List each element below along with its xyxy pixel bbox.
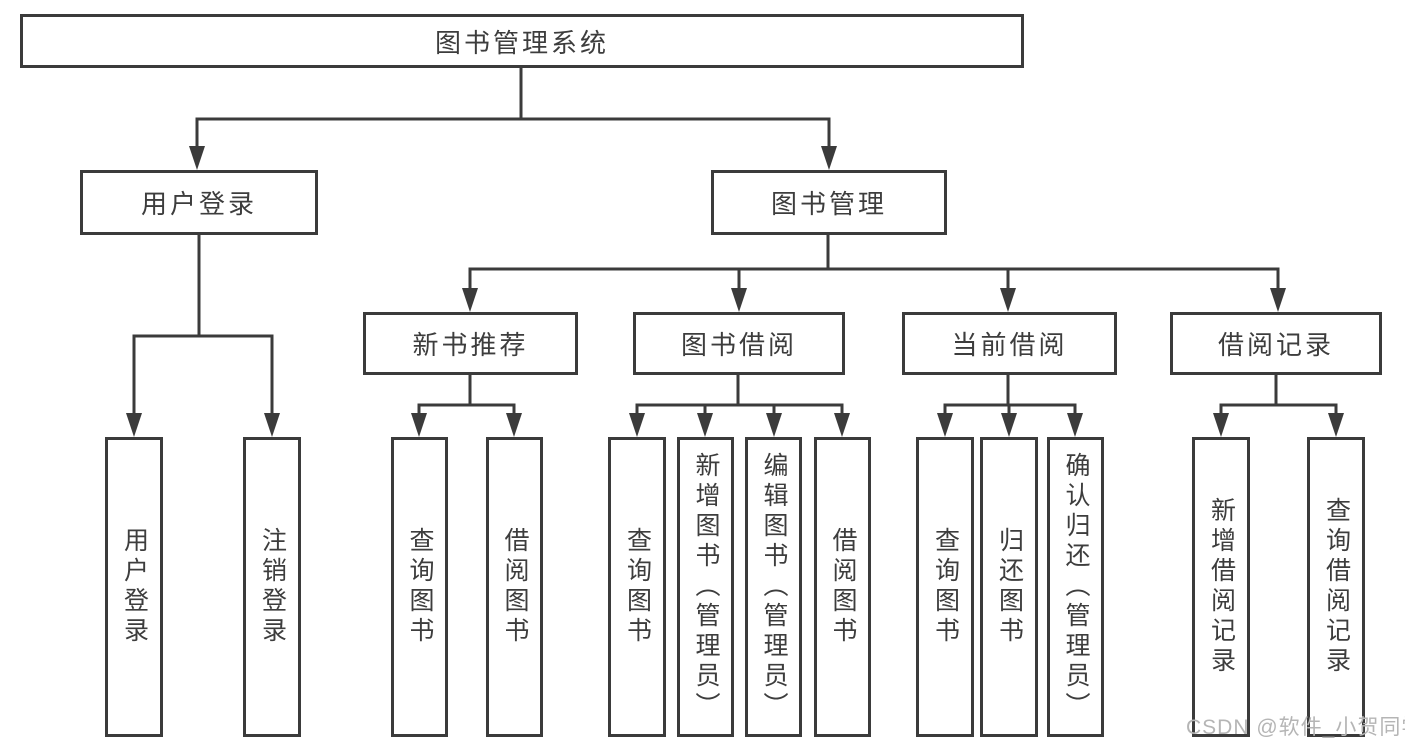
- node-root-label: 图书管理系统: [434, 27, 609, 58]
- node-borrow-records: 借阅记录: [1170, 312, 1382, 375]
- arrow-icon: [1328, 413, 1344, 437]
- node-book-borrow: 图书借阅: [633, 312, 845, 375]
- node-user-login-label: 用户登录: [140, 189, 257, 219]
- leaf-return-book-label: 归还图书: [995, 527, 1024, 647]
- leaf-logout: 注销登录: [243, 437, 301, 737]
- arrow-icon: [834, 413, 850, 437]
- leaf-add-borrow-record-label: 新增借阅记录: [1207, 497, 1236, 677]
- leaf-logout-label: 注销登录: [258, 527, 287, 647]
- leaf-user-login: 用户登录: [105, 437, 163, 737]
- arrow-icon: [1001, 413, 1017, 437]
- node-borrow-records-label: 借阅记录: [1217, 330, 1334, 360]
- arrow-icon: [629, 413, 645, 437]
- node-root: 图书管理系统: [20, 14, 1024, 68]
- leaf-query-book-borrow-label: 查询图书: [623, 527, 652, 647]
- leaf-return-book: 归还图书: [980, 437, 1038, 737]
- arrow-icon: [697, 413, 713, 437]
- arrow-icon: [126, 413, 142, 437]
- node-book-management-label: 图书管理: [770, 189, 887, 219]
- arrow-icon: [462, 288, 478, 312]
- leaf-borrow-book: 借阅图书: [814, 437, 871, 737]
- node-user-login: 用户登录: [80, 170, 318, 235]
- node-current-borrow: 当前借阅: [902, 312, 1117, 375]
- leaf-add-borrow-record: 新增借阅记录: [1192, 437, 1250, 737]
- node-book-borrow-label: 图书借阅: [680, 330, 797, 360]
- arrow-icon: [1213, 413, 1229, 437]
- arrow-icon: [731, 288, 747, 312]
- leaf-query-borrow-record-label: 查询借阅记录: [1322, 497, 1351, 677]
- arrow-icon: [821, 146, 837, 170]
- arrow-icon: [1067, 413, 1083, 437]
- leaf-query-book-recommend-label: 查询图书: [406, 527, 434, 647]
- node-book-management: 图书管理: [711, 170, 947, 235]
- node-new-book-recommend-label: 新书推荐: [412, 330, 529, 360]
- leaf-query-book-current: 查询图书: [916, 437, 974, 737]
- leaf-query-book-recommend: 查询图书: [391, 437, 448, 737]
- arrow-icon: [189, 146, 205, 170]
- node-new-book-recommend: 新书推荐: [363, 312, 578, 375]
- arrow-icon: [1000, 288, 1016, 312]
- leaf-add-book-admin-label: 新增图书（管理员）: [692, 452, 720, 722]
- arrow-icon: [937, 413, 953, 437]
- leaf-query-borrow-record: 查询借阅记录: [1307, 437, 1365, 737]
- leaf-confirm-return-admin: 确认归还（管理员）: [1047, 437, 1104, 737]
- leaf-add-book-admin: 新增图书（管理员）: [677, 437, 734, 737]
- leaf-borrow-book-label: 借阅图书: [829, 527, 857, 647]
- arrow-icon: [506, 413, 522, 437]
- leaf-query-book-current-label: 查询图书: [931, 527, 960, 647]
- arrow-icon: [264, 413, 280, 437]
- arrow-icon: [1270, 288, 1286, 312]
- leaf-query-book-borrow: 查询图书: [608, 437, 666, 737]
- leaf-edit-book-admin: 编辑图书（管理员）: [745, 437, 802, 737]
- leaf-user-login-label: 用户登录: [120, 527, 149, 647]
- arrow-icon: [766, 413, 782, 437]
- leaf-confirm-return-admin-label: 确认归还（管理员）: [1062, 452, 1090, 722]
- leaf-borrow-book-recommend: 借阅图书: [486, 437, 543, 737]
- leaf-edit-book-admin-label: 编辑图书（管理员）: [760, 452, 788, 722]
- watermark-text: CSDN @软件_小贺同学: [1186, 716, 1405, 739]
- node-current-borrow-label: 当前借阅: [951, 330, 1068, 360]
- arrow-icon: [411, 413, 427, 437]
- leaf-borrow-book-recommend-label: 借阅图书: [501, 527, 529, 647]
